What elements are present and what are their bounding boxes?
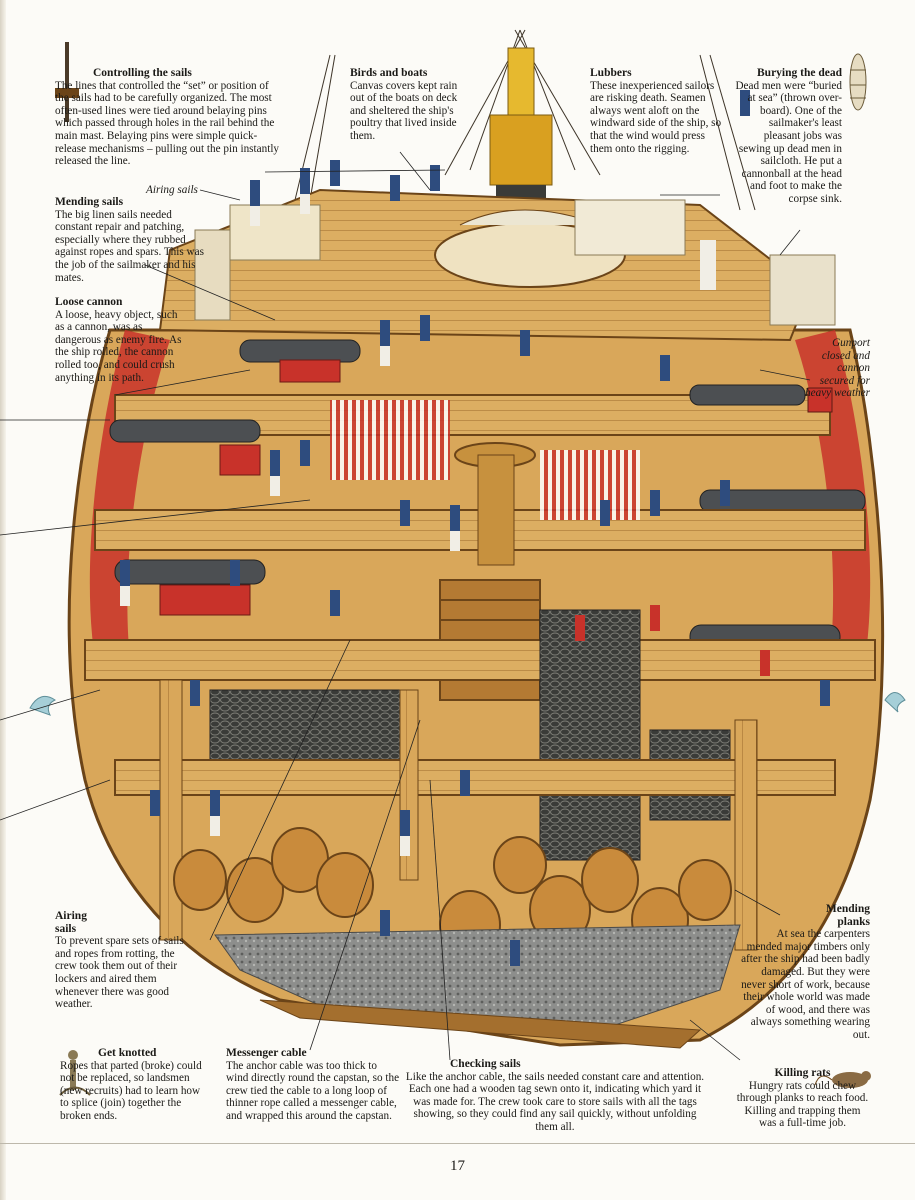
caption-text: Ropes that parted (broke) could not be r… xyxy=(60,1059,202,1122)
caption-title: Checking sails xyxy=(450,1058,521,1070)
caption-controlling-sails: Controlling the sails The lines that con… xyxy=(55,67,280,168)
caption-title: Get knotted xyxy=(98,1047,157,1059)
caption-airing-sails: Airing sails To prevent spare sets of sa… xyxy=(55,910,185,1011)
caption-text: Dead men were “buried at sea” (thrown ov… xyxy=(735,79,842,205)
caption-text: Like the anchor cable, the sails needed … xyxy=(405,1070,705,1133)
caption-title: Mending sails xyxy=(55,196,124,208)
caption-burying-dead: Burying the dead Dead men were “buried a… xyxy=(730,67,842,206)
caption-title: Airing sails xyxy=(55,910,87,935)
wave-right xyxy=(884,692,906,713)
caption-checking-sails: Checking sails Like the anchor cable, th… xyxy=(405,1058,705,1134)
orlop-deck xyxy=(114,759,836,796)
wave-left xyxy=(29,695,56,716)
anchor-cable-coil-left xyxy=(209,689,401,761)
caption-text: The lines that controlled the “set” or p… xyxy=(55,79,280,168)
belaying-pin-icon xyxy=(55,42,79,122)
page-number: 17 xyxy=(450,1158,465,1174)
caption-title: Messenger cable xyxy=(226,1047,307,1059)
sailcloth-corpse-icon xyxy=(849,53,867,111)
marines xyxy=(330,400,450,480)
label-gunport: Gunport closed and cannon secured for he… xyxy=(805,337,870,400)
caption-text: A loose, heavy object, such as a cannon,… xyxy=(55,308,182,384)
caption-mending-planks: Mending planks At sea the carpenters men… xyxy=(740,903,870,1042)
caption-messenger-cable: Messenger cable The anchor cable was too… xyxy=(226,1047,401,1123)
keel xyxy=(259,999,702,1049)
caption-title: Loose cannon xyxy=(55,296,123,308)
caption-text: The anchor cable was too thick to wind d… xyxy=(226,1059,400,1122)
caption-text: Canvas covers kept rain out of the boats… xyxy=(350,79,458,142)
caption-text: The big linen sails needed constant repa… xyxy=(55,208,204,284)
caption-title: Burying the dead xyxy=(757,67,842,79)
caption-loose-cannon: Loose cannon A loose, heavy object, such… xyxy=(55,296,185,384)
caption-text: At sea the carpenters mended major timbe… xyxy=(741,928,870,1041)
caption-text: These inexperienced sailors are risking … xyxy=(590,79,722,155)
caption-text: To prevent spare sets of sails and ropes… xyxy=(55,935,184,1011)
caption-mending-sails: Mending sails The big linen sails needed… xyxy=(55,196,205,284)
cannons xyxy=(109,339,866,650)
rope-splicing-icon xyxy=(59,1050,91,1096)
caption-killing-rats: Killing rats Hungry rats could chew thro… xyxy=(735,1067,870,1130)
caption-text: Hungry rats could chew through planks to… xyxy=(736,1079,869,1130)
caption-title: Mending planks xyxy=(825,903,870,928)
lower-gun-deck xyxy=(84,639,876,681)
caption-title: Birds and boats xyxy=(350,67,428,79)
leader-lines xyxy=(0,151,811,1061)
caption-birds-boats: Birds and boats Canvas covers kept rain … xyxy=(350,67,462,143)
page-edge xyxy=(0,0,6,1200)
gunport xyxy=(807,387,833,413)
anchor-cable-coil-right xyxy=(539,609,641,861)
footer-rule xyxy=(0,1143,915,1144)
caption-title: Killing rats xyxy=(774,1067,831,1079)
label-airing-sails: Airing sails xyxy=(146,184,198,196)
caption-title: Lubbers xyxy=(590,67,632,79)
rat-icon xyxy=(814,1071,871,1088)
caption-get-knotted: Get knotted Ropes that parted (broke) co… xyxy=(60,1047,210,1123)
crew-figures xyxy=(120,90,830,966)
caption-title: Controlling the sails xyxy=(93,67,192,79)
caption-lubbers: Lubbers These inexperienced sailors are … xyxy=(590,67,725,155)
boat-cover xyxy=(574,199,686,256)
